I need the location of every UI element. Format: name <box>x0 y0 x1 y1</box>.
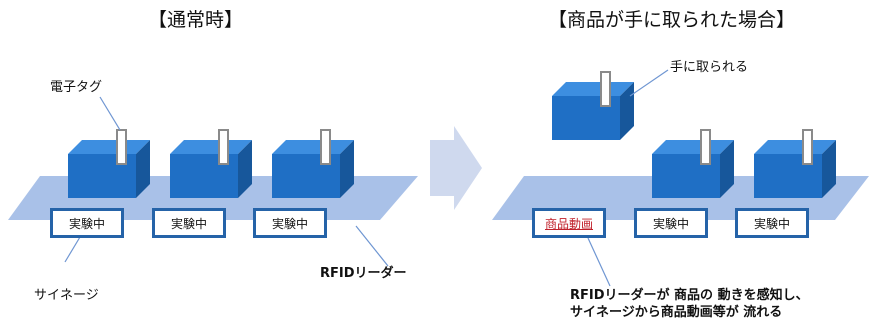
description-line-2: サイネージから商品動画等が 流れる <box>570 305 783 320</box>
picked-label: 手に取られる <box>670 60 749 75</box>
tag-label: 電子タグ <box>50 80 103 95</box>
signage-callout-line <box>64 236 81 263</box>
reader-callout-line <box>355 225 389 267</box>
signage-display: 実験中 <box>735 208 809 238</box>
arrow-right-icon <box>430 126 482 210</box>
description-line-1: RFIDリーダーが 商品の 動きを感知し、 <box>570 288 809 303</box>
right-title: 【商品が手に取られた場合】 <box>548 9 796 31</box>
picked-callout-line <box>629 69 669 97</box>
signage-display: 実験中 <box>253 208 327 238</box>
signage-display: 実験中 <box>50 208 124 238</box>
tag-callout-line <box>99 96 121 131</box>
signage-display-video: 商品動画 <box>532 208 606 238</box>
product-box <box>651 129 735 199</box>
product-box <box>271 129 355 199</box>
left-title: 【通常時】 <box>148 9 244 31</box>
product-box <box>169 129 253 199</box>
product-box <box>753 129 837 199</box>
signage-display: 実験中 <box>152 208 226 238</box>
signage-display: 実験中 <box>634 208 708 238</box>
reader-label: RFIDリーダー <box>320 266 407 281</box>
picked-product-box <box>551 71 635 141</box>
signage-label: サイネージ <box>34 288 99 303</box>
desc-callout-line <box>587 237 611 287</box>
product-box <box>67 129 151 199</box>
